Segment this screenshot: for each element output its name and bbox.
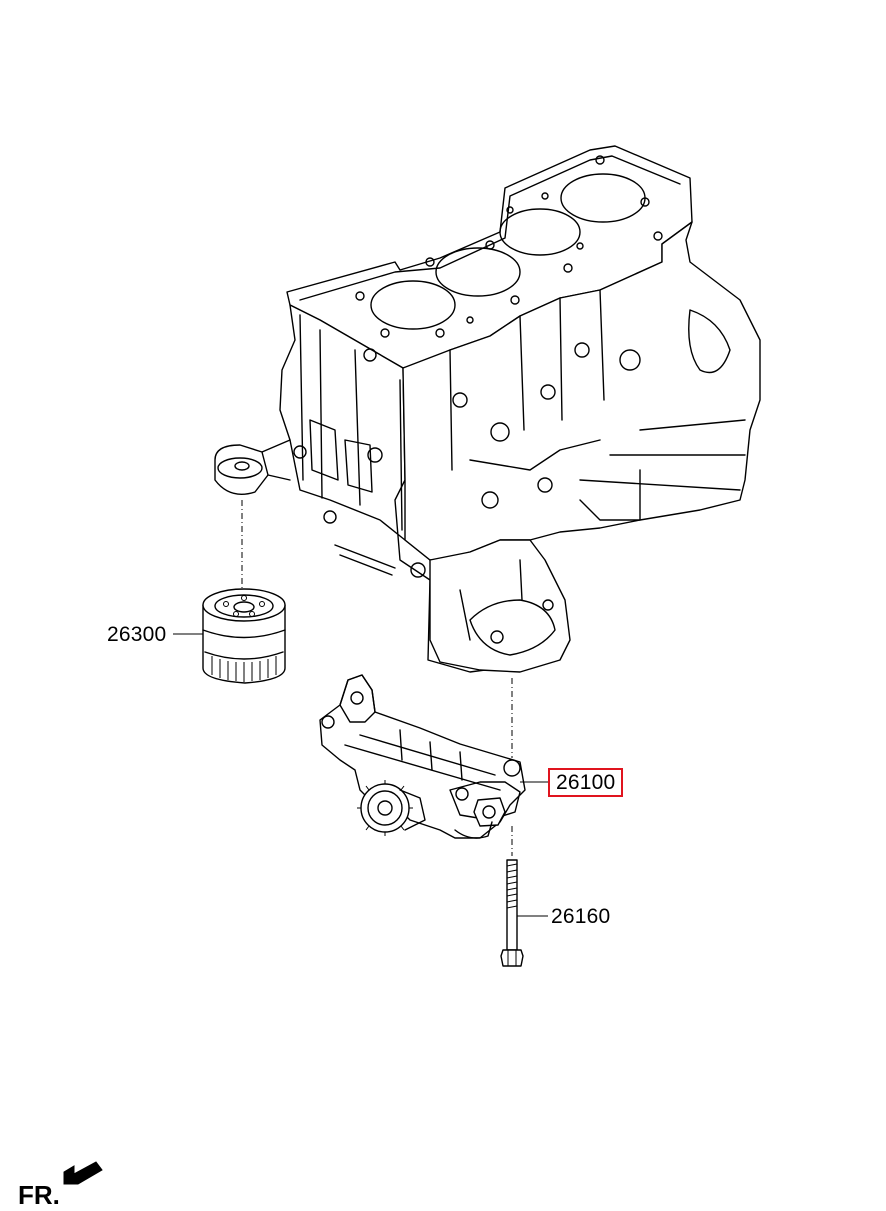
oil-filter-part-number[interactable]: 26300 [107,623,167,646]
front-direction-arrow-icon [63,1161,103,1185]
front-orientation-label: FR. [18,1180,60,1210]
oil-filter-drawing [202,500,286,684]
bolt-part-number[interactable]: 26160 [551,905,611,928]
oil-pump-part-number[interactable]: 26100 [548,768,624,797]
engine-block-drawing [214,145,761,673]
bolt-drawing [500,826,524,967]
oil-pump-drawing [319,674,526,839]
